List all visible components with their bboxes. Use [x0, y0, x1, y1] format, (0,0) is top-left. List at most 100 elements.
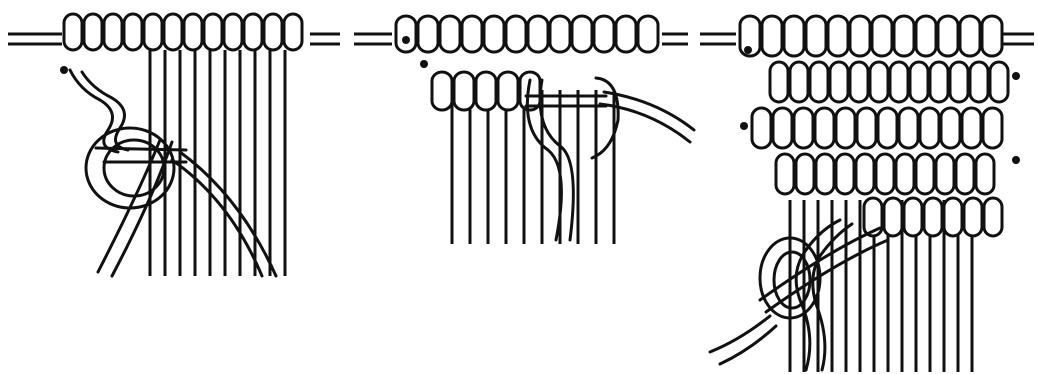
pin-icon: [744, 46, 752, 54]
knot-loop: [184, 14, 202, 50]
knot-loop: [970, 62, 988, 102]
knot-loop: [983, 108, 1002, 148]
knot-loop: [594, 16, 614, 52]
knot-loop: [638, 16, 658, 52]
pin-icon: [740, 122, 748, 130]
knot-loop: [762, 16, 782, 56]
knot-loop: [950, 62, 968, 102]
knot-loop: [164, 14, 182, 50]
knot-loop: [920, 108, 939, 148]
tail-cord: [710, 316, 770, 352]
knot-loop: [815, 108, 834, 148]
knot-loop: [810, 62, 828, 102]
knot-loop: [520, 72, 540, 110]
knot-loop: [872, 16, 892, 56]
hanging-cords: [452, 90, 614, 244]
pin-icon: [1012, 156, 1020, 164]
knot-loop: [830, 62, 848, 102]
knot-loop: [884, 198, 902, 236]
knot-loop: [806, 16, 826, 56]
knot-loop: [440, 16, 460, 52]
knot-loop: [938, 16, 958, 56]
knot-loop: [936, 154, 954, 194]
knot-loop: [432, 72, 452, 110]
knot-loop: [104, 14, 122, 50]
knot-loop: [476, 72, 496, 110]
knot-loop: [944, 198, 962, 236]
knot-loop: [616, 16, 636, 52]
knot-loop: [850, 62, 868, 102]
knot-loop: [224, 14, 242, 50]
knot-loop: [396, 16, 416, 52]
knot-rows: [740, 16, 1008, 236]
knot-loop: [964, 198, 982, 236]
knot-loop: [484, 16, 504, 52]
knot-loop: [752, 108, 771, 148]
knot-loop: [924, 198, 942, 236]
knot-loop: [962, 108, 981, 148]
knot-loop: [976, 154, 994, 194]
knot-loop: [418, 16, 438, 52]
knot-loop: [894, 16, 914, 56]
knot-loop: [836, 154, 854, 194]
knot-loop: [528, 16, 548, 52]
knot-loop: [284, 14, 302, 50]
panel-three: [710, 16, 1020, 372]
knot-loop: [878, 108, 897, 148]
knot-loop: [910, 62, 928, 102]
knot-loop: [144, 14, 162, 50]
knot-loop: [776, 154, 794, 194]
pin-icon: [402, 36, 410, 44]
knot-row: [64, 14, 302, 50]
crossing-cord: [766, 240, 888, 312]
knot-loop: [896, 154, 914, 194]
knot-loop: [857, 108, 876, 148]
knot-loop: [790, 62, 808, 102]
knot-loop: [941, 108, 960, 148]
knot-loop: [904, 198, 922, 236]
knot-loop: [836, 108, 855, 148]
knot-loop: [796, 154, 814, 194]
pin-icon: [420, 60, 428, 68]
knot-loop: [899, 108, 918, 148]
knot-loop: [498, 72, 518, 110]
knot-loop: [890, 62, 908, 102]
knot-loop: [828, 16, 848, 56]
knot-loop: [462, 16, 482, 52]
knot-loop: [550, 16, 570, 52]
tail-cord: [172, 160, 262, 276]
knot-loop: [870, 62, 888, 102]
knot-loop: [244, 14, 262, 50]
knot-loop: [770, 62, 788, 102]
knot-loop: [124, 14, 142, 50]
knot-loop: [856, 154, 874, 194]
panel-one: [60, 14, 302, 276]
working-cord: [70, 70, 118, 152]
knot-loop: [454, 72, 474, 110]
knot-loop: [960, 16, 980, 56]
knot-loop: [876, 154, 894, 194]
knot-loop: [506, 16, 526, 52]
crossing-cord: [96, 148, 186, 150]
knot-loop: [64, 14, 82, 50]
knot-loop: [773, 108, 792, 148]
knot-loop: [572, 16, 592, 52]
knot-loop: [816, 154, 834, 194]
knot-loop: [930, 62, 948, 102]
knot-loop: [204, 14, 222, 50]
pin-icon: [60, 66, 68, 74]
knot-loop: [264, 14, 282, 50]
pin-icon: [1012, 72, 1020, 80]
knot-loop: [916, 154, 934, 194]
panel-two: [396, 16, 694, 244]
knot-loop: [794, 108, 813, 148]
knot-loop: [916, 16, 936, 56]
knot-loop: [984, 198, 1002, 236]
knot-loop: [850, 16, 870, 56]
knot-loop: [84, 14, 102, 50]
knot-loop: [956, 154, 974, 194]
knot-loop: [784, 16, 804, 56]
knot-loop: [982, 16, 1002, 56]
